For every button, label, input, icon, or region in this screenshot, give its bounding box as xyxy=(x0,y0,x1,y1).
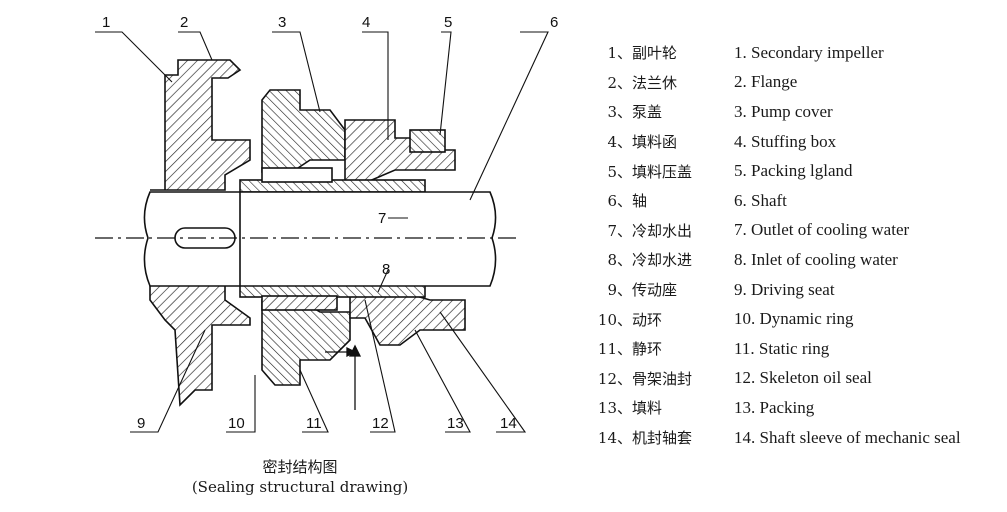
static-ring-lower xyxy=(261,295,338,311)
legend-num: 2、 xyxy=(607,73,632,92)
legend-en: 3. Pump cover xyxy=(734,101,833,121)
legend-cn: 骨架油封 xyxy=(632,369,693,388)
legend-cn: 冷却水出 xyxy=(632,221,693,240)
legend-en: 9. Driving seat xyxy=(734,279,835,299)
pump-cover-upper xyxy=(261,89,346,173)
legend-cn: 静环 xyxy=(632,340,663,359)
legend-en: 5. Packing lgland xyxy=(734,161,853,181)
legend-en: 4. Stuffing box xyxy=(734,131,837,151)
dynamic-ring-upper xyxy=(261,167,333,183)
legend-row: 5、填料压盖 5. Packing lgland xyxy=(590,156,1005,186)
legend-cn: 机封轴套 xyxy=(632,429,693,448)
callout-4: 4 xyxy=(362,14,370,31)
legend-num: 1、 xyxy=(607,44,632,63)
legend-en: 1. Secondary impeller xyxy=(734,42,884,62)
legend-cn: 泵盖 xyxy=(632,103,663,122)
legend-num: 7、 xyxy=(607,221,632,240)
legend-cn: 副叶轮 xyxy=(632,44,678,63)
legend-row: 14、机封轴套 14. Shaft sleeve of mechanic seal xyxy=(590,423,1005,453)
legend-cn: 轴 xyxy=(632,192,648,211)
callout-14: 14 xyxy=(500,415,517,432)
legend-num: 9、 xyxy=(607,281,632,300)
caption-chinese: 密封结构图 xyxy=(262,458,338,476)
caption-english: (Sealing structural drawing) xyxy=(191,478,409,496)
legend-row: 13、填料 13. Packing xyxy=(590,393,1005,423)
legend-num: 11、 xyxy=(597,340,632,359)
secondary-impeller-upper xyxy=(150,59,251,191)
sealing-structure-drawing: 1 2 3 4 5 6 7 8 9 10 11 12 13 14 xyxy=(95,14,558,433)
callout-9: 9 xyxy=(137,415,145,432)
callout-3: 3 xyxy=(278,14,286,31)
legend-row: 11、静环 11. Static ring xyxy=(590,334,1005,364)
legend-num: 6、 xyxy=(607,192,632,211)
legend-num: 8、 xyxy=(607,251,632,270)
stuffing-box-lower xyxy=(349,289,466,346)
secondary-impeller-lower xyxy=(149,281,251,407)
legend-row: 10、动环 10. Dynamic ring xyxy=(590,304,1005,334)
legend-en: 8. Inlet of cooling water xyxy=(734,249,898,269)
legend-cn: 填料函 xyxy=(632,133,678,152)
legend-cn: 传动座 xyxy=(632,281,678,300)
shaft xyxy=(143,191,497,287)
legend-num: 5、 xyxy=(607,162,632,181)
callout-10: 10 xyxy=(228,415,245,432)
legend-en: 12. Skeleton oil seal xyxy=(734,368,872,388)
legend-row: 4、填料函 4. Stuffing box xyxy=(590,127,1005,157)
legend-en: 6. Shaft xyxy=(734,190,787,210)
legend-cn: 动环 xyxy=(632,310,663,329)
legend-cn: 法兰休 xyxy=(632,73,678,92)
legend-cn: 填料 xyxy=(632,399,663,418)
legend-en: 2. Flange xyxy=(734,72,798,92)
callout-1: 1 xyxy=(102,14,110,31)
packing-gland-upper xyxy=(409,129,446,153)
callout-12: 12 xyxy=(372,415,389,432)
callout-5: 5 xyxy=(444,14,452,31)
legend-en: 10. Dynamic ring xyxy=(734,309,854,329)
legend-en: 11. Static ring xyxy=(734,338,830,358)
callout-6: 6 xyxy=(550,14,558,31)
legend-row: 3、泵盖 3. Pump cover xyxy=(590,97,1005,127)
legend-en: 13. Packing xyxy=(734,397,815,417)
legend-row: 2、法兰休 2. Flange xyxy=(590,68,1005,98)
legend-row: 1、副叶轮 1. Secondary impeller xyxy=(590,38,1005,68)
legend-num: 12、 xyxy=(597,369,632,388)
legend-row: 7、冷却水出 7. Outlet of cooling water xyxy=(590,216,1005,246)
legend-row: 9、传动座 9. Driving seat xyxy=(590,275,1005,305)
legend-cn: 冷却水进 xyxy=(632,251,693,270)
legend-num: 3、 xyxy=(607,103,632,122)
legend-num: 4、 xyxy=(607,133,632,152)
legend-cn: 填料压盖 xyxy=(632,162,693,181)
callout-8: 8 xyxy=(382,261,390,278)
callout-13: 13 xyxy=(447,415,464,432)
legend-num: 14、 xyxy=(597,429,632,448)
legend-en: 14. Shaft sleeve of mechanic seal xyxy=(734,427,961,447)
callout-7: 7 xyxy=(378,210,386,227)
legend-row: 8、冷却水进 8. Inlet of cooling water xyxy=(590,245,1005,275)
legend-en: 7. Outlet of cooling water xyxy=(734,220,910,240)
legend-num: 13、 xyxy=(597,399,632,418)
callout-2: 2 xyxy=(180,14,188,31)
legend-row: 12、骨架油封 12. Skeleton oil seal xyxy=(590,364,1005,394)
legend-num: 10、 xyxy=(597,310,632,329)
legend-row: 6、轴 6. Shaft xyxy=(590,186,1005,216)
pump-cover-lower xyxy=(261,299,351,386)
callout-11: 11 xyxy=(306,415,322,432)
parts-legend: 1、副叶轮 1. Secondary impeller 2、法兰休 2. Flange… xyxy=(590,38,1005,452)
